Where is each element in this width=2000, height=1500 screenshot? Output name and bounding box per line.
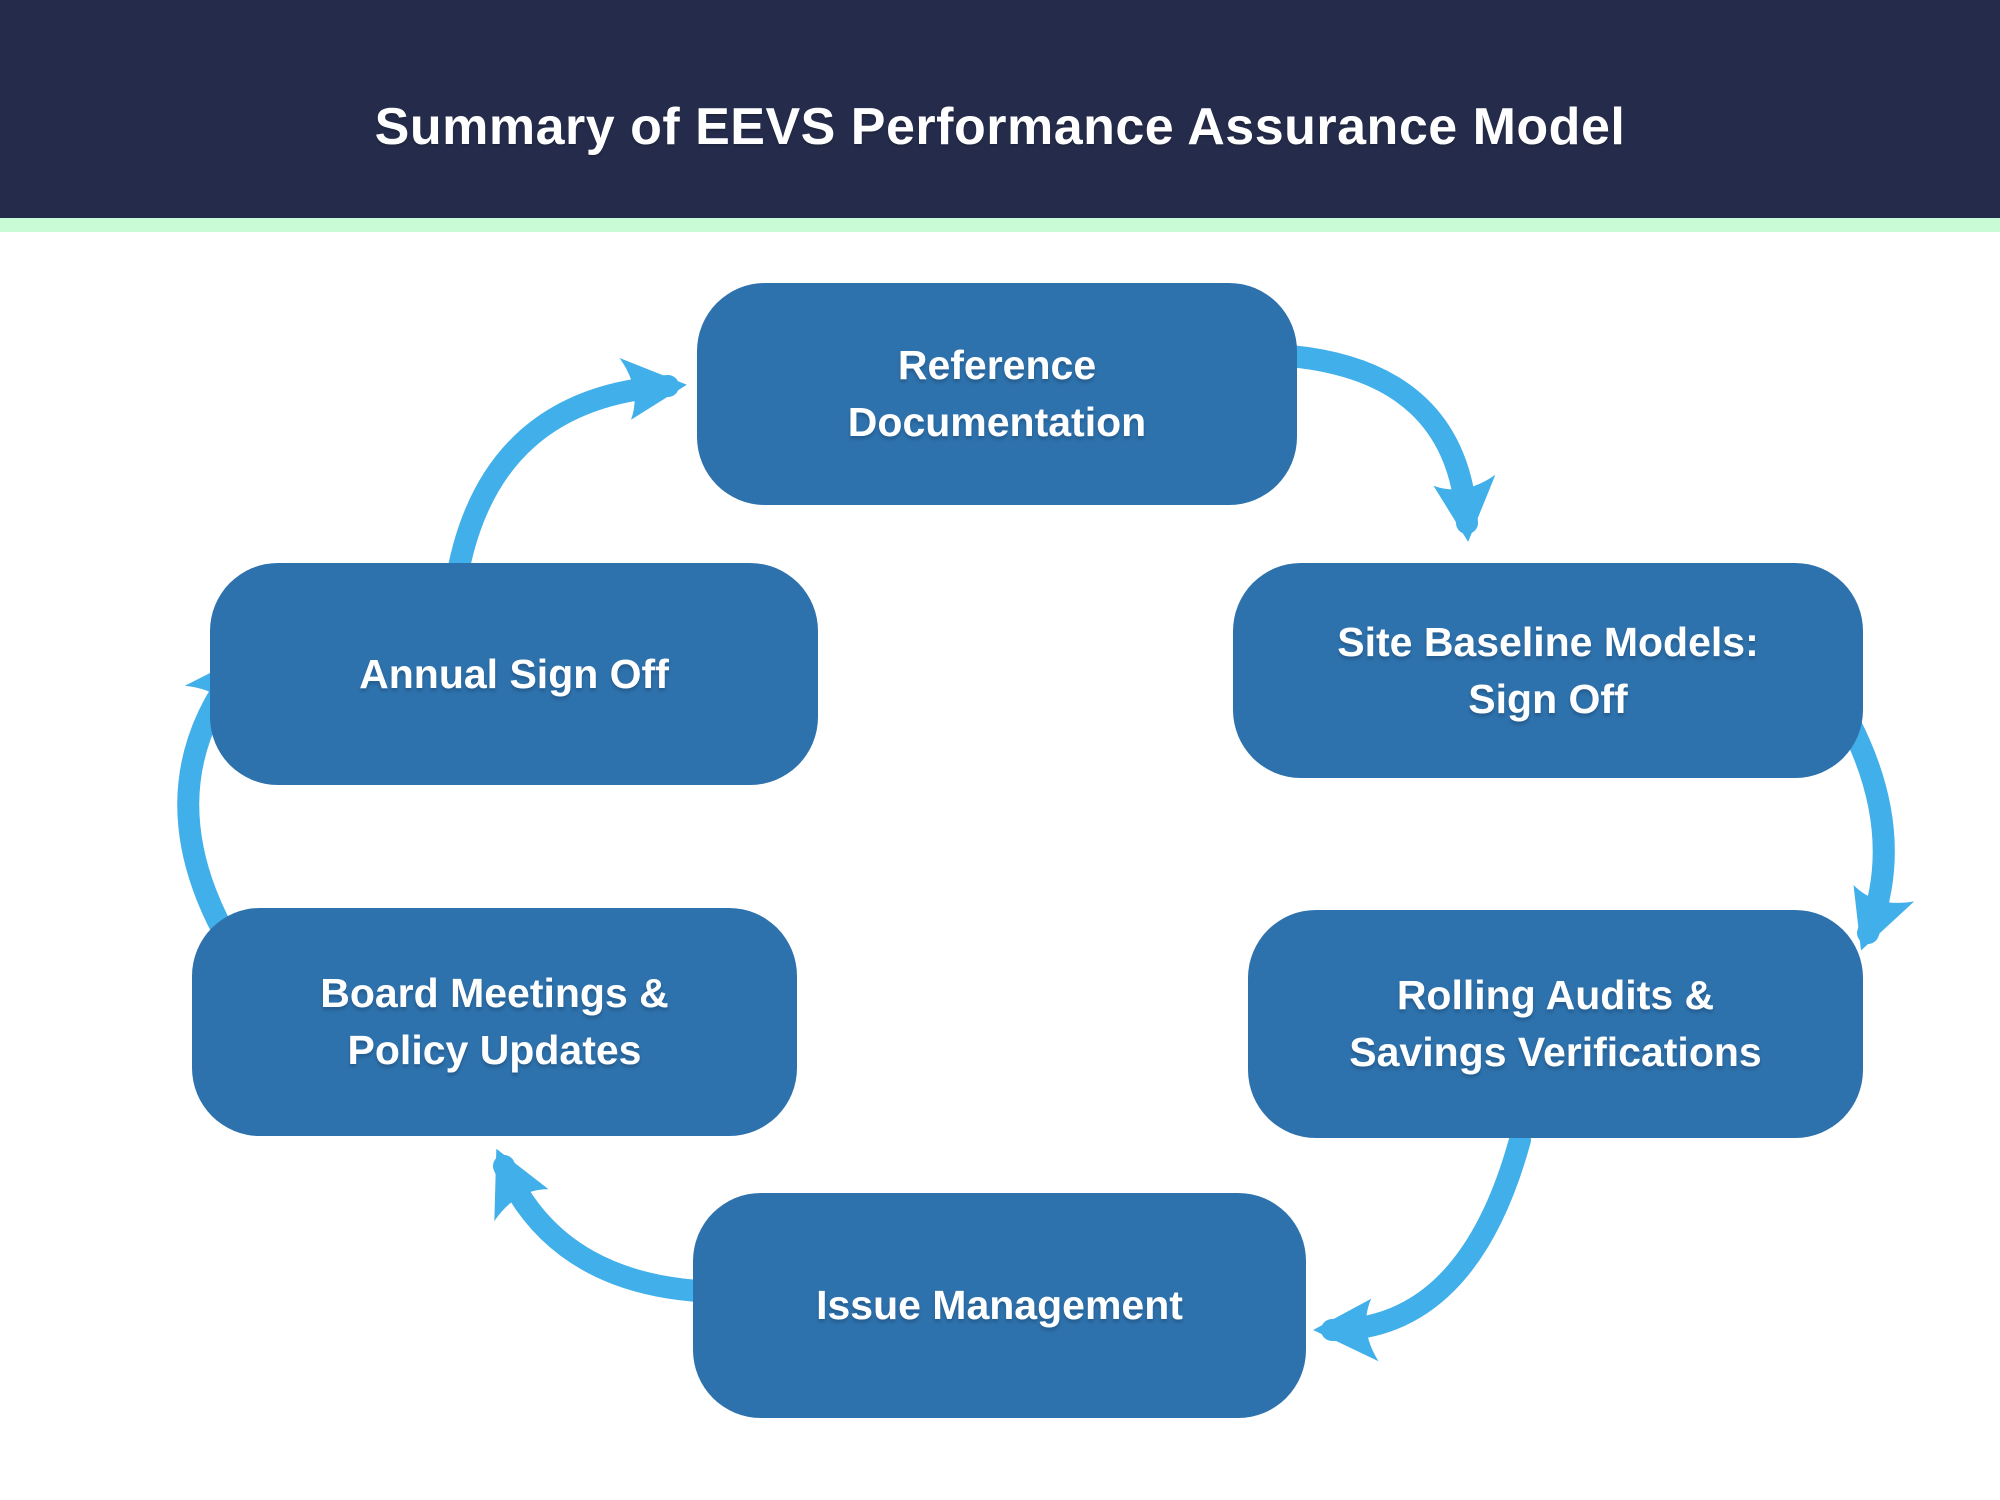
step-label: Sign Off [1468,675,1628,722]
arrow-rolling-audits-to-issue-management [1313,1129,1531,1362]
green-divider [0,218,2000,232]
step-box-annual-sign-off: Annual Sign Off [210,563,818,785]
step-box-board-meetings-policy-updates: Board Meetings & Policy Updates [192,908,797,1136]
step-box-site-baseline-models-sign-off: Site Baseline Models: Sign Off [1233,563,1863,778]
arrow-issue-management-to-board-meetings [493,1148,739,1303]
step-label: Policy Updates [347,1027,642,1073]
arrow-annual-sign-off-to-reference [447,358,687,583]
step-label: Rolling Audits & [1396,972,1715,1019]
step-label: Savings Verifications [1349,1029,1762,1075]
step-label: Annual Sign Off [359,650,669,697]
step-label: Reference [897,342,1097,389]
step-label: Board Meetings & [320,970,669,1017]
step-box-issue-management: Issue Management [693,1193,1306,1418]
step-label: Site Baseline Models: [1337,618,1759,665]
step-label: Issue Management [816,1282,1183,1329]
header-bar: Summary of EEVS Performance Assurance Mo… [0,0,2000,218]
page-title: Summary of EEVS Performance Assurance Mo… [374,98,1626,156]
arrow-reference-to-site-baseline [1279,345,1496,542]
step-box-rolling-audits-savings-verifications: Rolling Audits & Savings Verifications [1248,910,1863,1138]
step-label: Documentation [847,399,1147,445]
step-box-reference-documentation: Reference Documentation [697,283,1297,505]
